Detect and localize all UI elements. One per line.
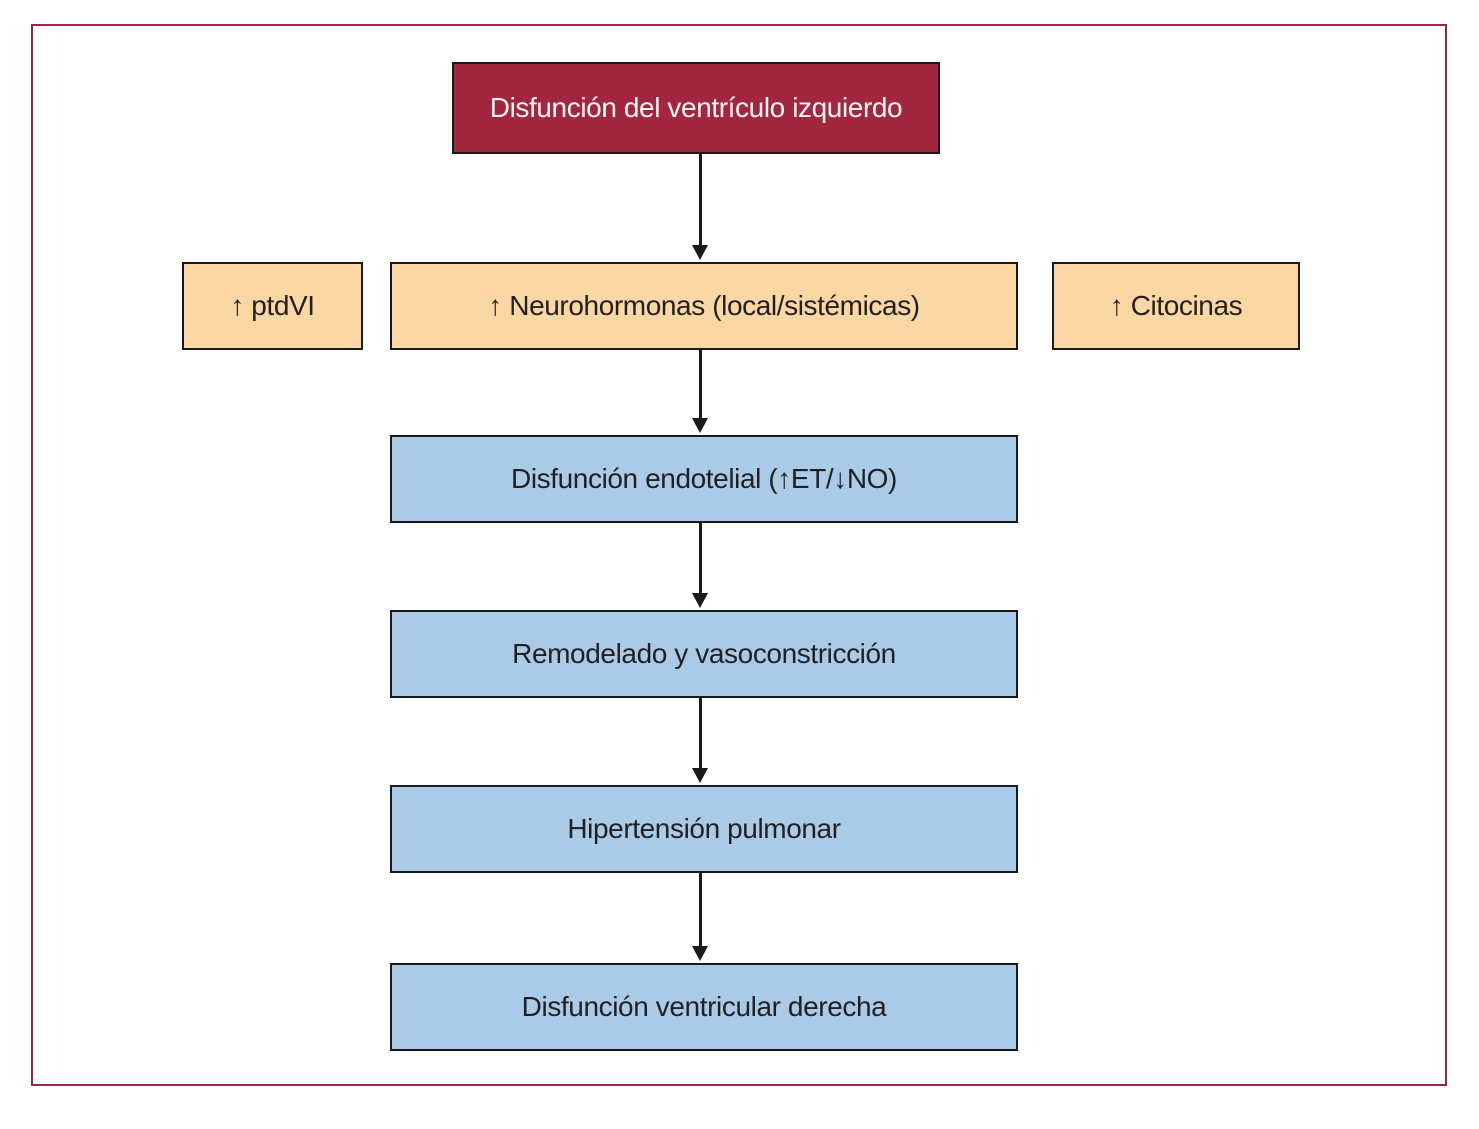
arrow-head-icon [692, 418, 708, 433]
arrow-shaft [698, 154, 702, 245]
node-label: Remodelado y vasoconstricción [512, 638, 896, 669]
arrow-endothelial-to-remodeling [692, 523, 708, 608]
arrow-shaft [698, 523, 702, 593]
node-left-ventricular-dysfunction: Disfunción del ventrículo izquierdo [452, 62, 940, 154]
node-pulmonary-hypertension: Hipertensión pulmonar [390, 785, 1018, 873]
arrow-head-icon [692, 768, 708, 783]
arrow-root-to-neurohormones [692, 154, 708, 260]
node-right-ventricular-dysfunction: Disfunción ventricular derecha [390, 963, 1018, 1051]
node-label: ↑ Citocinas [1109, 290, 1243, 321]
arrow-head-icon [692, 245, 708, 260]
arrow-remodeling-to-pulmonary-htn [692, 698, 708, 783]
node-label: Disfunción del ventrículo izquierdo [489, 92, 903, 123]
node-cytokines: ↑ Citocinas [1052, 262, 1300, 350]
arrow-shaft [698, 698, 702, 768]
node-endothelial-dysfunction: Disfunción endotelial (↑ET/↓NO) [390, 435, 1018, 523]
arrow-shaft [698, 350, 702, 418]
figure-border [31, 24, 1447, 1086]
node-ptdvi: ↑ ptdVI [182, 262, 363, 350]
node-remodeling-vasoconstriction: Remodelado y vasoconstricción [390, 610, 1018, 698]
node-label: ↑ ptdVI [230, 290, 315, 321]
arrow-neurohormones-to-endothelial [692, 350, 708, 433]
node-label: Disfunción endotelial (↑ET/↓NO) [511, 463, 897, 494]
node-label: Hipertensión pulmonar [567, 813, 841, 844]
arrow-pulmonary-htn-to-rv-dysfunction [692, 873, 708, 961]
arrow-shaft [698, 873, 702, 946]
node-label: Disfunción ventricular derecha [521, 991, 887, 1022]
node-label: ↑ Neurohormonas (local/sistémicas) [488, 290, 920, 321]
node-neurohormones: ↑ Neurohormonas (local/sistémicas) [390, 262, 1018, 350]
arrow-head-icon [692, 593, 708, 608]
arrow-head-icon [692, 946, 708, 961]
